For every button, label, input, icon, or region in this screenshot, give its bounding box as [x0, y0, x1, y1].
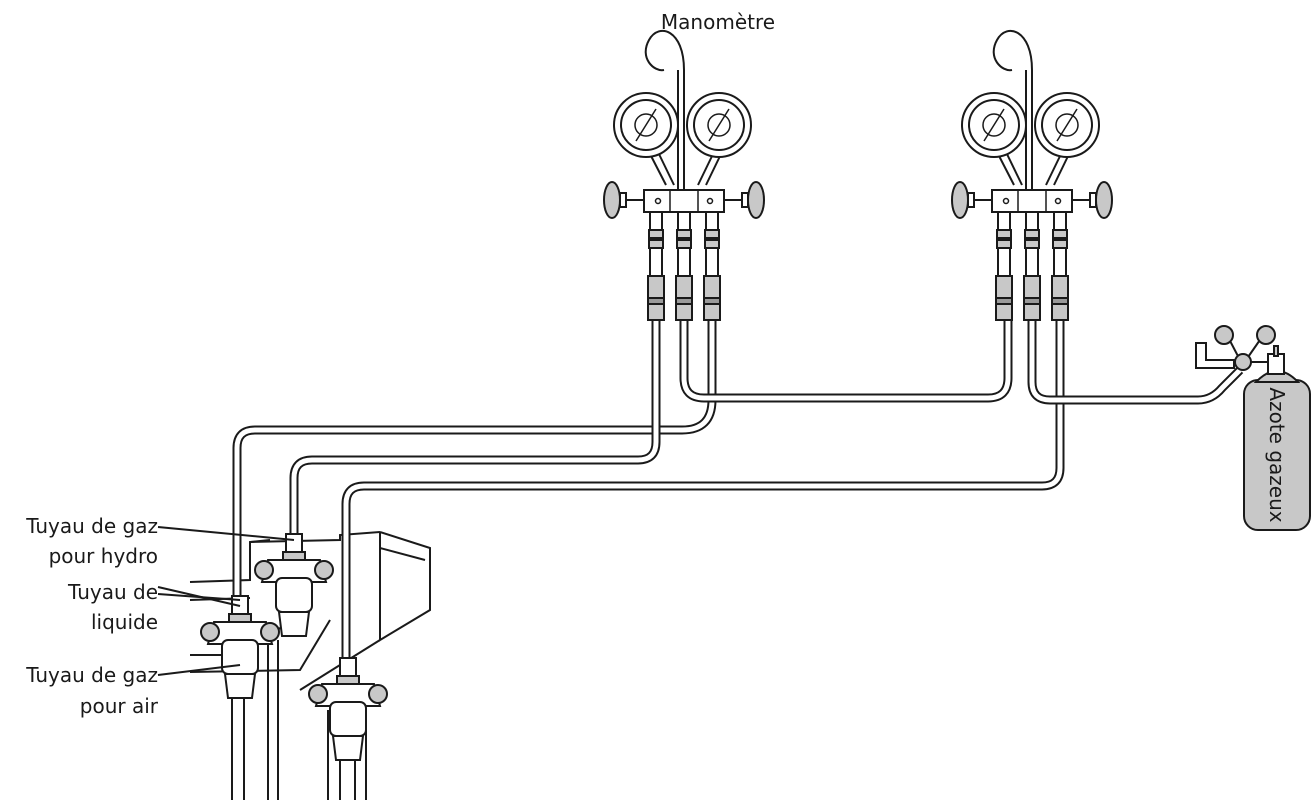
nitrogen-cylinder	[1243, 345, 1311, 531]
refrigerant-pipes	[231, 640, 367, 800]
label-leaders	[157, 526, 295, 676]
service-valve-gas-hydro	[254, 533, 334, 637]
label-gaz-hydro-line1: Tuyau de gaz	[25, 514, 158, 538]
label-gaz-air-line2: pour air	[80, 694, 159, 718]
label-gaz-hydro-line2: pour hydro	[49, 544, 158, 568]
label-liquide-line2: liquide	[91, 610, 158, 634]
label-azote: Azote gazeux	[1265, 387, 1289, 522]
gauge-manifold-left	[603, 29, 765, 322]
label-liquide-line1: Tuyau de	[67, 580, 158, 604]
label-gaz-air-line1: Tuyau de gaz	[25, 663, 158, 687]
hose-lines	[232, 318, 1244, 660]
service-valve-gas-air	[308, 657, 388, 761]
label-manometre: Manomètre	[661, 10, 775, 34]
nitrogen-regulator	[1195, 325, 1276, 371]
gauge-manifold-right	[951, 29, 1113, 322]
